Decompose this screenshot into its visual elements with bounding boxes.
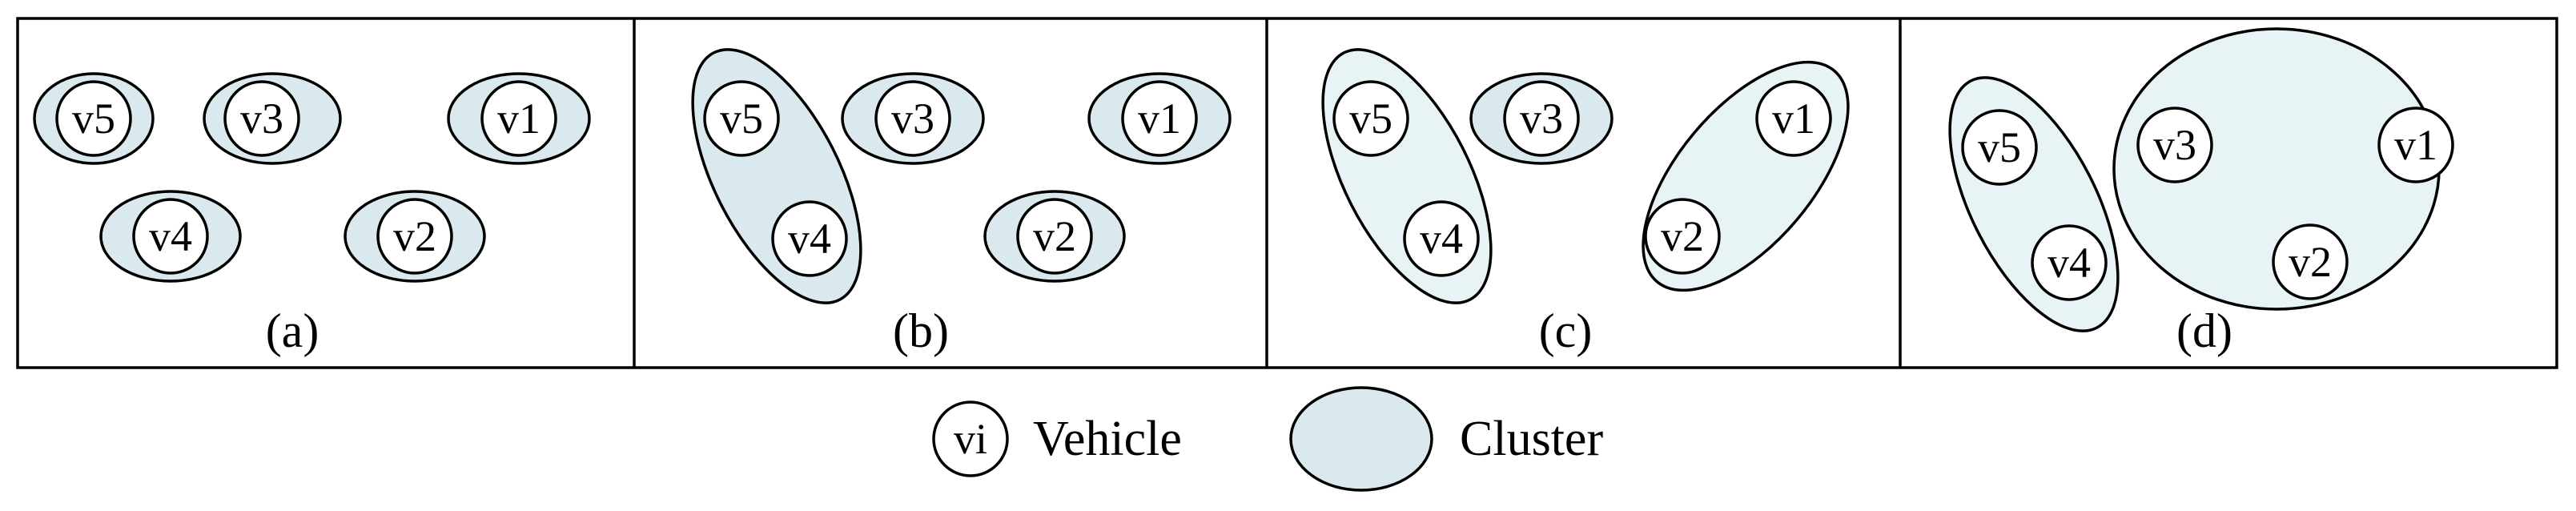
cluster	[1642, 60, 1850, 292]
legend-vehicle-symbol-text: vi	[954, 415, 987, 463]
vehicle-node	[1961, 109, 2038, 186]
vehicle-node	[1755, 80, 1832, 157]
vehicle-node	[376, 198, 453, 275]
vehicle-node	[771, 200, 848, 277]
vehicle-label: v2	[393, 212, 436, 260]
panel-a: v5 v3 v1 v4 v2 (a)	[33, 72, 591, 357]
vehicle-node	[2031, 224, 2108, 301]
vehicle-label: v2	[1033, 212, 1076, 260]
vehicle-label: v3	[2153, 121, 2196, 169]
vehicle-node	[1403, 200, 1480, 277]
panel-label: (c)	[1539, 304, 1593, 357]
vehicle-node	[223, 80, 300, 157]
vehicle-node	[703, 80, 780, 157]
vehicle-node	[55, 80, 132, 157]
vehicle-node	[1332, 80, 1409, 157]
vehicle-label: v1	[1138, 95, 1181, 143]
vehicle-node	[480, 80, 557, 157]
panel-c: v5 v3 v1 v4 v2 (c)	[1321, 48, 1850, 357]
panel-d: v5 v3 v1 v4 v2 (d)	[1948, 27, 2454, 357]
vehicle-node	[2377, 107, 2454, 183]
cluster	[1321, 48, 1493, 304]
cluster	[1948, 76, 2120, 332]
vehicle-label: v1	[1772, 95, 1815, 143]
vehicle-label: v4	[788, 215, 831, 263]
vehicle-node	[1503, 80, 1580, 157]
panel-label: (d)	[2176, 304, 2232, 357]
vehicle-node	[2272, 223, 2349, 300]
vehicle-node	[1121, 80, 1198, 157]
vehicle-label: v5	[1978, 123, 2021, 171]
vehicle-label: v1	[2394, 121, 2437, 169]
vehicle-label: v5	[1349, 95, 1392, 143]
legend-vehicle-label: Vehicle	[1033, 412, 1182, 466]
legend-vehicle-symbol	[932, 400, 1009, 477]
vehicle-node	[132, 198, 209, 275]
vehicle-label: v1	[497, 95, 541, 143]
vehicle-label: v3	[240, 95, 283, 143]
vehicle-label: v5	[72, 95, 115, 143]
vehicle-label: v2	[1661, 212, 1704, 260]
vehicle-node	[2136, 107, 2213, 183]
vehicle-label: v2	[2289, 238, 2332, 286]
panel-b: v5 v3 v1 v4 v2 (b)	[691, 48, 1232, 357]
legend: vi Vehicle Cluster	[932, 386, 1603, 492]
vehicle-node	[1016, 198, 1093, 275]
vehicle-label: v4	[149, 212, 192, 260]
vehicle-label: v3	[891, 95, 934, 143]
vehicle-label: v4	[1420, 215, 1463, 263]
vehicle-label: v4	[2048, 239, 2091, 287]
panels-frame	[16, 17, 2558, 369]
panel-label: (a)	[266, 304, 319, 357]
vehicle-node	[1644, 198, 1721, 275]
panel-label: (b)	[893, 304, 949, 357]
cluster	[691, 48, 862, 304]
legend-cluster-label: Cluster	[1460, 412, 1603, 466]
vehicle-label: v3	[1520, 95, 1563, 143]
vehicle-label: v5	[720, 95, 763, 143]
vehicle-node	[874, 80, 951, 157]
legend-cluster-symbol	[1289, 386, 1433, 492]
